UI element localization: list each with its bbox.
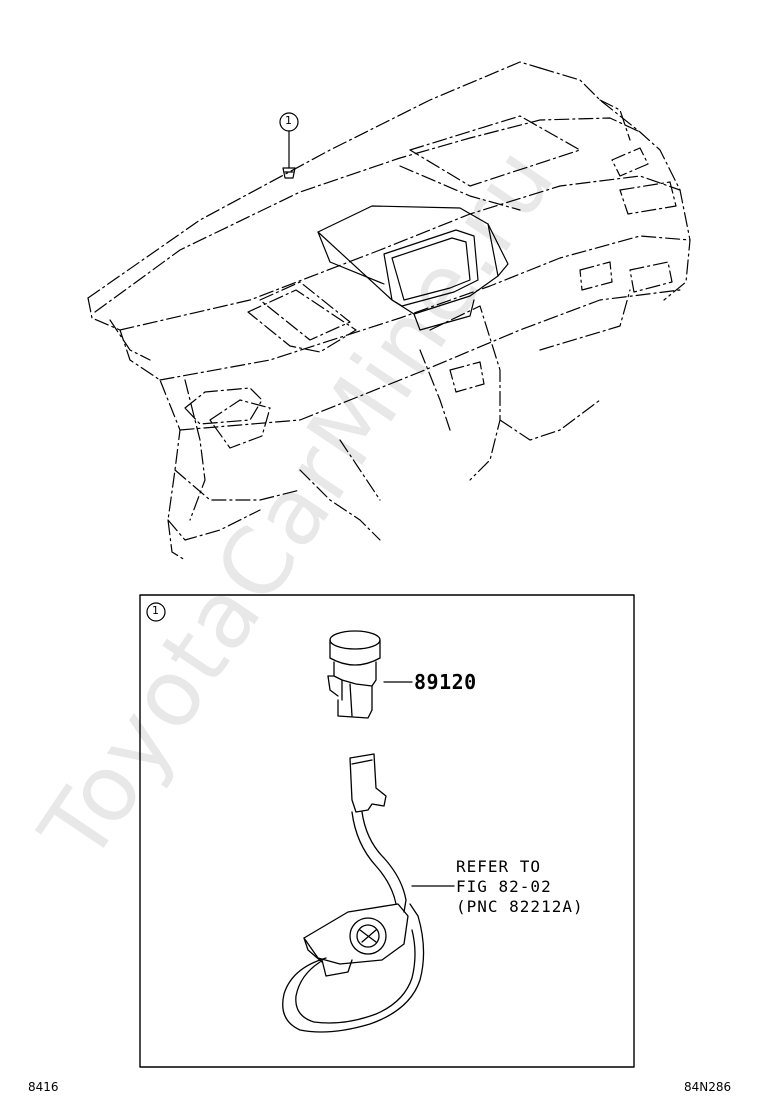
solar-sensor-part xyxy=(327,630,413,719)
instrument-panel-outline xyxy=(87,61,691,561)
sensor-wire-harness xyxy=(282,753,455,1033)
footer-left-code: 8416 xyxy=(28,1080,59,1094)
detail-callout-circle xyxy=(146,602,166,622)
detail-callout-number: 1 xyxy=(152,604,159,617)
reference-note-line-1: REFER TO xyxy=(456,857,542,876)
detail-box-frame xyxy=(139,594,635,1068)
reference-note-line-2: FIG 82-02 xyxy=(456,877,552,896)
main-callout-number: 1 xyxy=(285,114,292,127)
center-display xyxy=(317,205,509,331)
part-number-label: 89120 xyxy=(414,670,477,694)
reference-note-line-3: (PNC 82212A) xyxy=(456,897,584,916)
footer-right-code: 84N286 xyxy=(684,1080,732,1094)
main-view-callout xyxy=(279,112,299,179)
